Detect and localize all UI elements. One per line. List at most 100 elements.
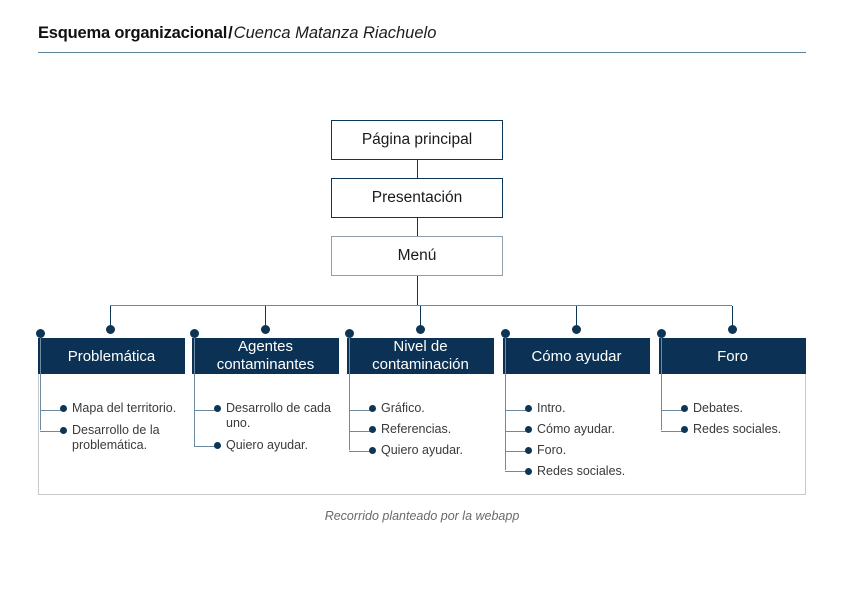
diagram-frame-right-border <box>805 360 806 495</box>
drop-connector-col-4 <box>576 306 577 328</box>
connector-dot-col-1 <box>106 325 115 334</box>
flow-node-label: Página principal <box>361 131 473 148</box>
column-items: Intro. Cómo ayudar. Foro. Redes sociales… <box>525 401 625 485</box>
page-title-strong: Esquema organizacional <box>38 24 228 42</box>
connector-dot-col-5 <box>728 325 737 334</box>
branch-line <box>505 451 527 452</box>
bullet-dot <box>60 405 67 412</box>
column-header[interactable]: Problemática <box>38 338 185 374</box>
column-spine <box>190 329 199 446</box>
branch-line <box>349 451 371 452</box>
connector-dot-col-2 <box>261 325 270 334</box>
bullet-dot <box>60 427 67 434</box>
list-item-label: Desarrollo de cada uno. <box>226 401 331 430</box>
column-items: Desarrollo de cada uno. Quiero ayudar. <box>214 401 339 459</box>
list-item[interactable]: Redes sociales. <box>525 464 625 479</box>
flow-node-menu[interactable]: Menú <box>331 236 503 276</box>
page-title: Esquema organizacional/Cuenca Matanza Ri… <box>38 22 806 44</box>
branch-line <box>194 446 216 447</box>
branch-line <box>661 431 683 432</box>
column-nivel-de-contaminacion: Nivel de contaminación Gráfico. Referenc… <box>345 329 494 457</box>
list-item[interactable]: Desarrollo de la problemática. <box>60 423 185 453</box>
bullet-dot <box>525 426 532 433</box>
list-item[interactable]: Debates. <box>681 401 781 416</box>
column-foro: Foro Debates. Redes sociales. <box>657 329 806 436</box>
list-item[interactable]: Quiero ayudar. <box>214 438 339 453</box>
list-item-label: Referencias. <box>381 422 452 436</box>
bullet-dot <box>525 405 532 412</box>
column-anchor-dot <box>501 329 510 338</box>
page-header: Esquema organizacional/Cuenca Matanza Ri… <box>38 22 806 56</box>
list-item-label: Debates. <box>693 401 744 415</box>
column-spine <box>501 329 510 470</box>
flow-node-label: Menú <box>397 247 437 264</box>
list-item[interactable]: Desarrollo de cada uno. <box>214 401 339 431</box>
flow-node-presentacion[interactable]: Presentación <box>331 178 503 218</box>
column-spine <box>345 329 354 450</box>
bullet-dot <box>369 405 376 412</box>
column-header[interactable]: Nivel de contaminación <box>347 338 494 374</box>
branch-line <box>349 410 371 411</box>
column-anchor-dot <box>190 329 199 338</box>
column-spine <box>657 329 666 430</box>
list-item-label: Foro. <box>537 443 567 457</box>
bullet-dot <box>681 405 688 412</box>
connector-dot-col-3 <box>416 325 425 334</box>
diagram-frame-bottom-border <box>38 494 806 495</box>
list-item[interactable]: Redes sociales. <box>681 422 781 437</box>
branch-line <box>505 431 527 432</box>
list-item-label: Redes sociales. <box>693 422 782 436</box>
column-header[interactable]: Agentes contaminantes <box>192 338 339 374</box>
branch-line <box>194 410 216 411</box>
list-item[interactable]: Referencias. <box>369 422 463 437</box>
drop-connector-col-5 <box>732 306 733 328</box>
column-spine <box>36 329 45 430</box>
column-items: Debates. Redes sociales. <box>681 401 781 443</box>
list-item-label: Redes sociales. <box>537 464 626 478</box>
list-item-label: Desarrollo de la problemática. <box>72 423 160 452</box>
branch-line <box>40 431 62 432</box>
branch-line <box>505 471 527 472</box>
column-items: Mapa del territorio. Desarrollo de la pr… <box>60 401 185 459</box>
drop-connector-col-2 <box>265 306 266 328</box>
column-header[interactable]: Foro <box>659 338 806 374</box>
branch-line <box>505 410 527 411</box>
branch-line <box>40 410 62 411</box>
column-problematica: Problemática Mapa del territorio. Desarr… <box>36 329 185 452</box>
flow-node-label: Presentación <box>371 189 463 206</box>
column-agentes-contaminantes: Agentes contaminantes Desarrollo de cada… <box>190 329 339 452</box>
column-como-ayudar: Cómo ayudar Intro. Cómo ayudar. Foro. Re… <box>501 329 650 478</box>
page-title-separator: / <box>228 24 233 42</box>
bullet-dot <box>525 468 532 475</box>
branch-line <box>349 431 371 432</box>
bullet-dot <box>525 447 532 454</box>
list-item-label: Quiero ayudar. <box>226 438 308 452</box>
list-item[interactable]: Cómo ayudar. <box>525 422 625 437</box>
column-anchor-dot <box>657 329 666 338</box>
bullet-dot <box>369 447 376 454</box>
branch-line <box>661 410 683 411</box>
list-item-label: Gráfico. <box>381 401 425 415</box>
drop-connector-col-1 <box>110 306 111 328</box>
page-title-subtitle: Cuenca Matanza Riachuelo <box>233 24 437 42</box>
distribution-bar <box>110 305 732 306</box>
connector-menu-to-distribution-bar <box>417 276 418 306</box>
list-item[interactable]: Gráfico. <box>369 401 463 416</box>
header-divider <box>38 52 806 53</box>
list-item-label: Mapa del territorio. <box>72 401 177 415</box>
drop-connector-col-3 <box>420 306 421 328</box>
list-item[interactable]: Foro. <box>525 443 625 458</box>
column-header[interactable]: Cómo ayudar <box>503 338 650 374</box>
list-item[interactable]: Mapa del territorio. <box>60 401 185 416</box>
list-item-label: Intro. <box>537 401 566 415</box>
list-item[interactable]: Intro. <box>525 401 625 416</box>
bullet-dot <box>214 405 221 412</box>
list-item[interactable]: Quiero ayudar. <box>369 443 463 458</box>
diagram-frame-left-border <box>38 360 39 495</box>
flow-node-pagina-principal[interactable]: Página principal <box>331 120 503 160</box>
connector-dot-col-4 <box>572 325 581 334</box>
column-items: Gráfico. Referencias. Quiero ayudar. <box>369 401 463 464</box>
bullet-dot <box>214 442 221 449</box>
bullet-dot <box>681 426 688 433</box>
bullet-dot <box>369 426 376 433</box>
